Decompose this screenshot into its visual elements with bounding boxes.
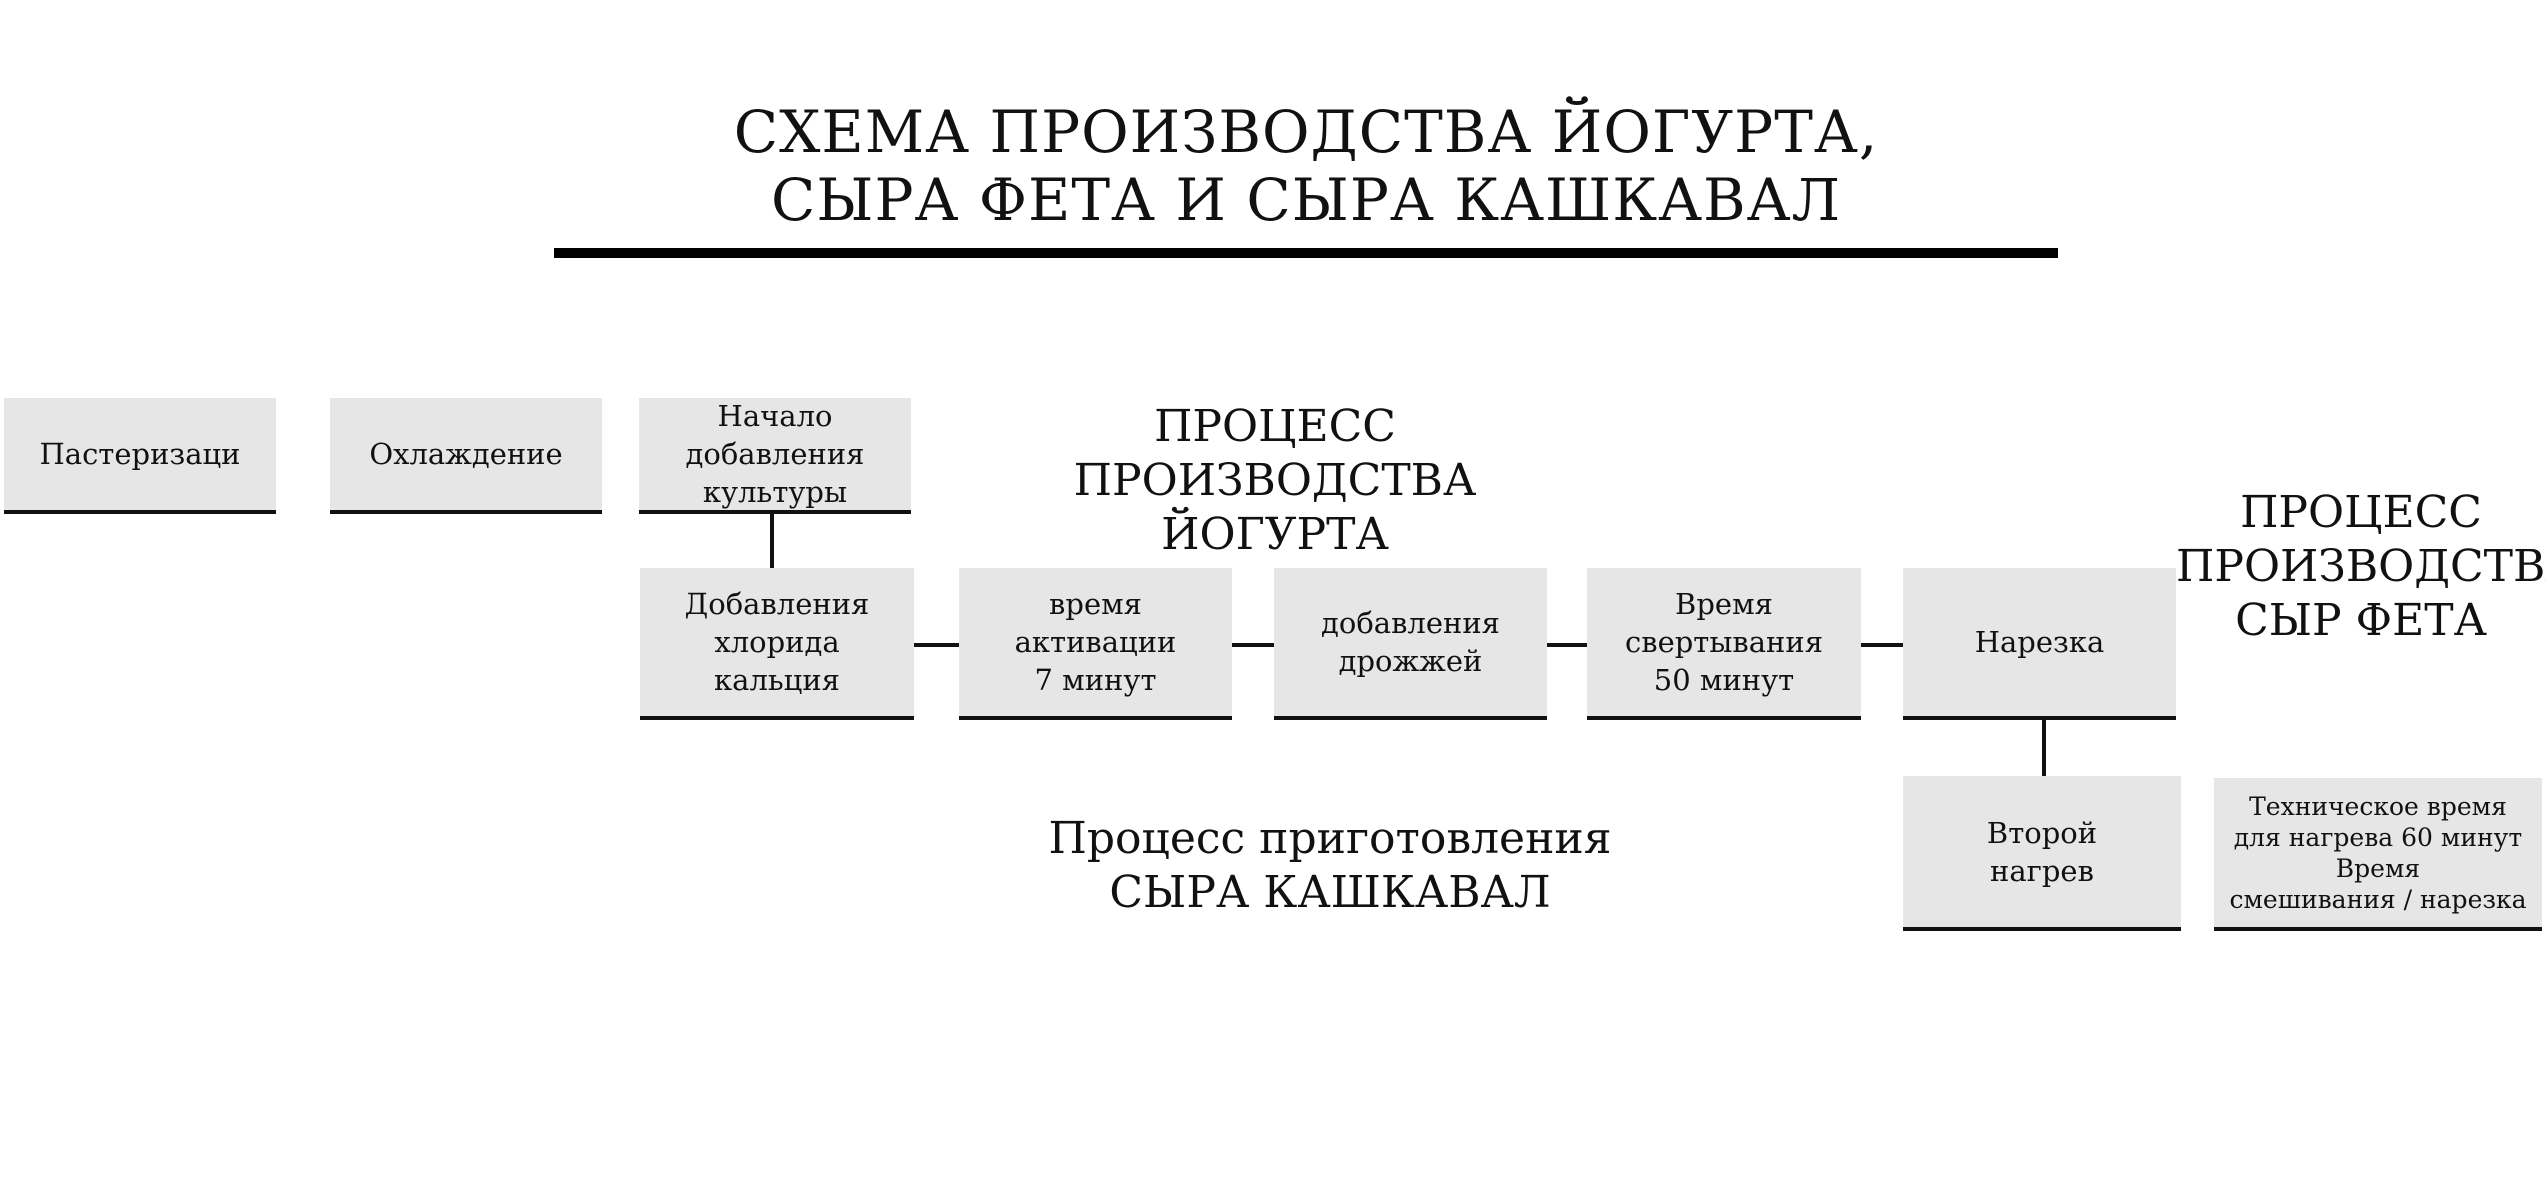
- title-underline: [554, 248, 2058, 258]
- step-activation-time: время активации 7 минут: [959, 568, 1232, 720]
- step-pasteurization: Пастеризаци: [4, 398, 276, 514]
- connector-activation-to-yeast: [1232, 643, 1274, 647]
- step-activation-time-label: время активации 7 минут: [1014, 587, 1177, 697]
- connector-culture-to-calcium: [770, 514, 774, 568]
- step-technical-time-label: Техническое время для нагрева 60 минут В…: [2229, 791, 2527, 914]
- connector-yeast-to-curdling: [1547, 643, 1587, 647]
- step-cooling-label: Охлаждение: [369, 437, 563, 471]
- step-yeast-addition: добавления дрожжей: [1274, 568, 1547, 720]
- connector-calcium-to-activation: [914, 643, 959, 647]
- step-cooling: Охлаждение: [330, 398, 602, 514]
- step-calcium-chloride-label: Добавления хлорида кальция: [684, 587, 870, 697]
- step-curdling-time-label: Время свертывания 50 минут: [1625, 587, 1823, 697]
- process-label-yogurt: ПРОЦЕСС ПРОИЗВОДСТВА ЙОГУРТА: [1073, 401, 1477, 560]
- connector-cutting-to-second-heating: [2042, 720, 2046, 776]
- step-calcium-chloride: Добавления хлорида кальция: [640, 568, 914, 720]
- step-culture-start: Начало добавления культуры: [639, 398, 911, 514]
- step-technical-time: Техническое время для нагрева 60 минут В…: [2214, 778, 2542, 931]
- step-cutting: Нарезка: [1903, 568, 2176, 720]
- process-label-feta: ПРОЦЕСС ПРОИЗВОДСТВА СЫР ФЕТА: [2176, 487, 2546, 646]
- step-yeast-addition-label: добавления дрожжей: [1321, 606, 1500, 678]
- step-second-heating-label: Второй нагрев: [1986, 815, 2098, 888]
- process-label-kashkaval: Процесс приготовления СЫРА КАШКАВАЛ: [1048, 813, 1612, 918]
- step-pasteurization-label: Пастеризаци: [39, 437, 241, 471]
- diagram-title: СХЕМА ПРОИЗВОДСТВА ЙОГУРТА, СЫРА ФЕТА И …: [733, 98, 1879, 234]
- connector-curdling-to-cutting: [1861, 643, 1903, 647]
- step-curdling-time: Время свертывания 50 минут: [1587, 568, 1861, 720]
- step-culture-start-label: Начало добавления культуры: [685, 399, 865, 509]
- step-second-heating: Второй нагрев: [1903, 776, 2181, 931]
- step-cutting-label: Нарезка: [1974, 625, 2105, 659]
